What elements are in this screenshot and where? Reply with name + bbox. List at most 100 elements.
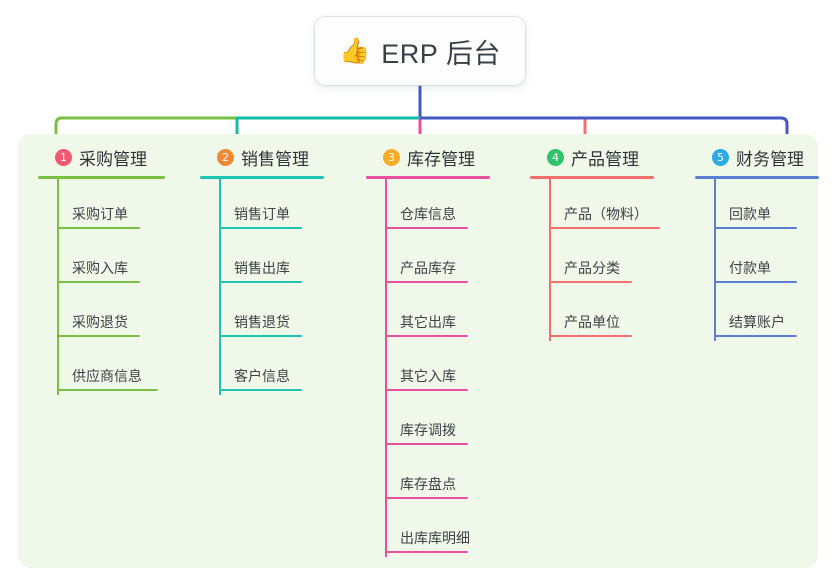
branch-title: 产品管理: [571, 149, 639, 169]
branch-item-label: 仓库信息: [400, 206, 456, 222]
branch-title: 财务管理: [736, 149, 804, 169]
branch-item-list: 产品（物料） 产品分类产品单位: [530, 179, 660, 341]
branch-item[interactable]: 客户信息: [200, 341, 324, 395]
branch-item-underline: [385, 335, 468, 337]
branch-item-label: 回款单: [729, 206, 771, 222]
branch-item-label: 其它入库: [400, 368, 456, 384]
branch-item-underline: [549, 227, 660, 229]
branch-column-4: 4 产品管理产品（物料） 产品分类产品单位: [530, 144, 660, 341]
branch-item[interactable]: 其它入库: [366, 341, 490, 395]
branch-item-label: 产品库存: [400, 260, 456, 276]
branch-item-label: 结算账户: [729, 314, 785, 330]
branch-item[interactable]: 库存盘点: [366, 449, 490, 503]
branch-item[interactable]: 仓库信息: [366, 179, 490, 233]
page-title: ERP 后台: [381, 38, 501, 69]
branch-item-label: 其它出库: [400, 314, 456, 330]
branch-item-underline: [714, 281, 797, 283]
branch-item-list: 仓库信息产品库存其它出库其它入库库存调拨库存盘点出库库明细: [366, 179, 490, 557]
branch-item-label: 客户信息: [234, 368, 290, 384]
branch-spine: [714, 179, 716, 341]
branch-item-label: 产品（物料）: [564, 206, 648, 222]
branch-number-badge: 2: [217, 148, 234, 166]
branch-item-label: 销售出库: [234, 260, 290, 276]
branch-item-underline: [385, 227, 468, 229]
branch-item[interactable]: 供应商信息: [38, 341, 165, 395]
branch-title: 采购管理: [79, 149, 147, 169]
root-node-content: 👍 ERP 后台: [339, 32, 501, 71]
branch-item[interactable]: 出库库明细: [366, 503, 490, 557]
branch-item-underline: [714, 335, 797, 337]
branch-title: 销售管理: [241, 149, 309, 169]
branch-item-underline: [385, 551, 468, 553]
branch-underline: [200, 176, 324, 179]
branch-column-1: 1 采购管理采购订单采购入库采购退货供应商信息: [38, 144, 165, 395]
branch-column-2: 2 销售管理销售订单销售出库销售退货客户信息: [200, 144, 324, 395]
branch-item[interactable]: 销售订单: [200, 179, 324, 233]
root-node[interactable]: 👍 ERP 后台: [315, 17, 525, 85]
branch-item-label: 销售退货: [234, 314, 290, 330]
branch-item-underline: [57, 389, 158, 391]
branch-item-label: 采购退货: [72, 314, 128, 330]
branch-item-underline: [219, 227, 302, 229]
thumbs-up-icon: 👍: [339, 36, 371, 65]
branch-item[interactable]: 采购退货: [38, 287, 165, 341]
branch-item-label: 库存盘点: [400, 476, 456, 492]
branch-header-4[interactable]: 4 产品管理: [530, 144, 654, 170]
branch-underline: [530, 176, 654, 179]
branch-item-label: 库存调拨: [400, 422, 456, 438]
branch-item[interactable]: 销售出库: [200, 233, 324, 287]
branch-item[interactable]: 其它出库: [366, 287, 490, 341]
branch-item-underline: [219, 335, 302, 337]
branch-item[interactable]: 采购订单: [38, 179, 165, 233]
branch-item[interactable]: 采购入库: [38, 233, 165, 287]
branch-item-label: 出库库明细: [400, 530, 470, 546]
branch-spine: [549, 179, 551, 341]
branch-item[interactable]: 产品分类: [530, 233, 654, 287]
branch-item-underline: [714, 227, 797, 229]
branch-item-underline: [385, 281, 468, 283]
branch-item-label: 产品单位: [564, 314, 620, 330]
branch-item[interactable]: 产品库存: [366, 233, 490, 287]
branch-item-label: 付款单: [729, 260, 771, 276]
branch-item-underline: [57, 227, 140, 229]
branch-item[interactable]: 库存调拨: [366, 395, 490, 449]
branch-underline: [695, 176, 819, 179]
branch-item-list: 回款单付款单结算账户: [695, 179, 819, 341]
branch-title: 库存管理: [407, 149, 475, 169]
branch-header-1[interactable]: 1 采购管理: [38, 144, 165, 170]
branch-item-list: 销售订单销售出库销售退货客户信息: [200, 179, 324, 395]
branch-item-label: 供应商信息: [72, 368, 142, 384]
branch-item[interactable]: 销售退货: [200, 287, 324, 341]
branch-item-label: 产品分类: [564, 260, 620, 276]
branch-underline: [38, 176, 165, 179]
branch-number-badge: 1: [55, 148, 72, 166]
branch-item-underline: [57, 335, 140, 337]
branch-item-underline: [219, 389, 302, 391]
branch-number-badge: 4: [547, 148, 564, 166]
branch-underline: [366, 176, 490, 179]
branch-item[interactable]: 产品（物料）: [530, 179, 660, 233]
branch-item-underline: [385, 497, 468, 499]
branch-header-2[interactable]: 2 销售管理: [200, 144, 324, 170]
branch-item[interactable]: 结算账户: [695, 287, 819, 341]
branch-item-underline: [549, 281, 632, 283]
branch-item-underline: [385, 389, 468, 391]
branches-panel: [18, 134, 818, 568]
branch-item-underline: [57, 281, 140, 283]
branch-spine: [57, 179, 59, 395]
branch-item[interactable]: 回款单: [695, 179, 819, 233]
branch-item[interactable]: 付款单: [695, 233, 819, 287]
branch-item[interactable]: 产品单位: [530, 287, 654, 341]
branch-spine: [385, 179, 387, 557]
branch-item-list: 采购订单采购入库采购退货供应商信息: [38, 179, 165, 395]
branch-item-label: 销售订单: [234, 206, 290, 222]
branch-item-underline: [219, 281, 302, 283]
branch-item-label: 采购入库: [72, 260, 128, 276]
branch-spine: [219, 179, 221, 395]
branch-item-underline: [549, 335, 632, 337]
